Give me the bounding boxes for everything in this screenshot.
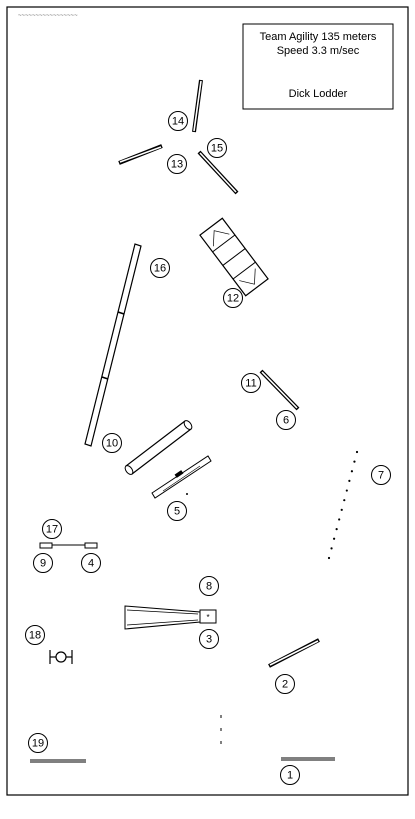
obstacle-number-12: 12	[223, 288, 243, 308]
obstacle-number-2: 2	[275, 674, 295, 694]
obstacle-5-seesaw	[151, 455, 212, 499]
weave-pole	[335, 527, 338, 531]
obstacle-14-hurdle	[192, 79, 203, 133]
obstacle-number-label: 6	[283, 415, 289, 427]
obstacle-2-hurdle	[268, 638, 320, 668]
obstacle-7-weave-poles	[327, 450, 359, 560]
obstacle-4-hurdle	[39, 542, 98, 549]
obstacle-number-1: 1	[280, 765, 300, 785]
obstacle-number-label: 19	[32, 738, 44, 750]
obstacle-number-label: 1	[287, 770, 293, 782]
obstacle-10-tunnel	[124, 420, 193, 475]
obstacle-12-a-frame	[199, 217, 269, 297]
header-scribble: ~~~~~~~~~~~~~~~~~	[18, 13, 78, 19]
obstacle-number-7: 7	[371, 465, 391, 485]
weave-pole	[345, 489, 348, 492]
obstacle-number-label: 17	[46, 524, 58, 536]
weave-pole	[353, 460, 356, 463]
obstacle-number-label: 9	[40, 558, 46, 570]
obstacle-16-dog-walk	[84, 243, 142, 447]
obstacle-number-17: 17	[42, 519, 62, 539]
obstacle-number-3: 3	[199, 629, 219, 649]
weave-pole	[330, 547, 333, 550]
obstacle-number-8: 8	[199, 576, 219, 596]
obstacle-number-13: 13	[167, 154, 187, 174]
obstacle-number-label: 2	[282, 679, 288, 691]
obstacle-15-hurdle	[197, 150, 239, 195]
obstacle-number-10: 10	[102, 433, 122, 453]
obstacle-18-tire	[49, 650, 73, 664]
obstacle-number-label: 12	[227, 293, 239, 305]
obstacle-number-9: 9	[33, 553, 53, 573]
obstacle-number-label: 7	[378, 470, 384, 482]
weave-pole	[355, 450, 359, 454]
obstacle-number-6: 6	[276, 410, 296, 430]
obstacle-3-tunnel: *	[124, 605, 217, 630]
obstacle-number-18: 18	[25, 625, 45, 645]
course-info-box: Team Agility 135 meters Speed 3.3 m/sec …	[242, 23, 394, 110]
course-title: Team Agility 135 meters	[260, 31, 377, 43]
svg-text:*: *	[206, 613, 209, 622]
obstacle-number-label: 11	[245, 378, 256, 390]
obstacle-number-16: 16	[150, 258, 170, 278]
obstacle-number-label: 15	[211, 143, 223, 155]
weave-pole	[348, 479, 351, 483]
obstacle-number-19: 19	[28, 733, 48, 753]
obstacle-13-hurdle	[118, 144, 163, 165]
obstacle-number-4: 4	[81, 553, 101, 573]
obstacle-number-14: 14	[168, 111, 188, 131]
course-speed: Speed 3.3 m/sec	[277, 45, 360, 57]
obstacle-number-label: 16	[154, 263, 166, 275]
obstacle-number-label: 5	[174, 506, 180, 518]
obstacle-number-15: 15	[207, 138, 227, 158]
ring-border	[6, 6, 409, 796]
obstacle-number-label: 3	[206, 634, 212, 646]
obstacle-number-label: 4	[88, 558, 94, 570]
obstacle-number-label: 8	[206, 581, 212, 593]
obstacle-number-label: 14	[172, 116, 184, 128]
obstacle-number-label: 10	[106, 438, 118, 450]
obstacle-number-label: 13	[171, 159, 183, 171]
obstacle-number-11: 11	[241, 373, 261, 393]
obstacle-number-label: 18	[29, 630, 41, 642]
obstacle-6-hurdle	[259, 369, 300, 411]
weave-pole	[338, 518, 341, 521]
weave-pole	[350, 470, 354, 473]
weave-pole	[340, 508, 343, 511]
course-judge: Dick Lodder	[289, 88, 348, 100]
obstacle-number-5: 5	[167, 501, 187, 521]
weave-pole	[343, 499, 346, 502]
weave-pole	[332, 537, 336, 540]
weave-pole	[327, 556, 331, 560]
